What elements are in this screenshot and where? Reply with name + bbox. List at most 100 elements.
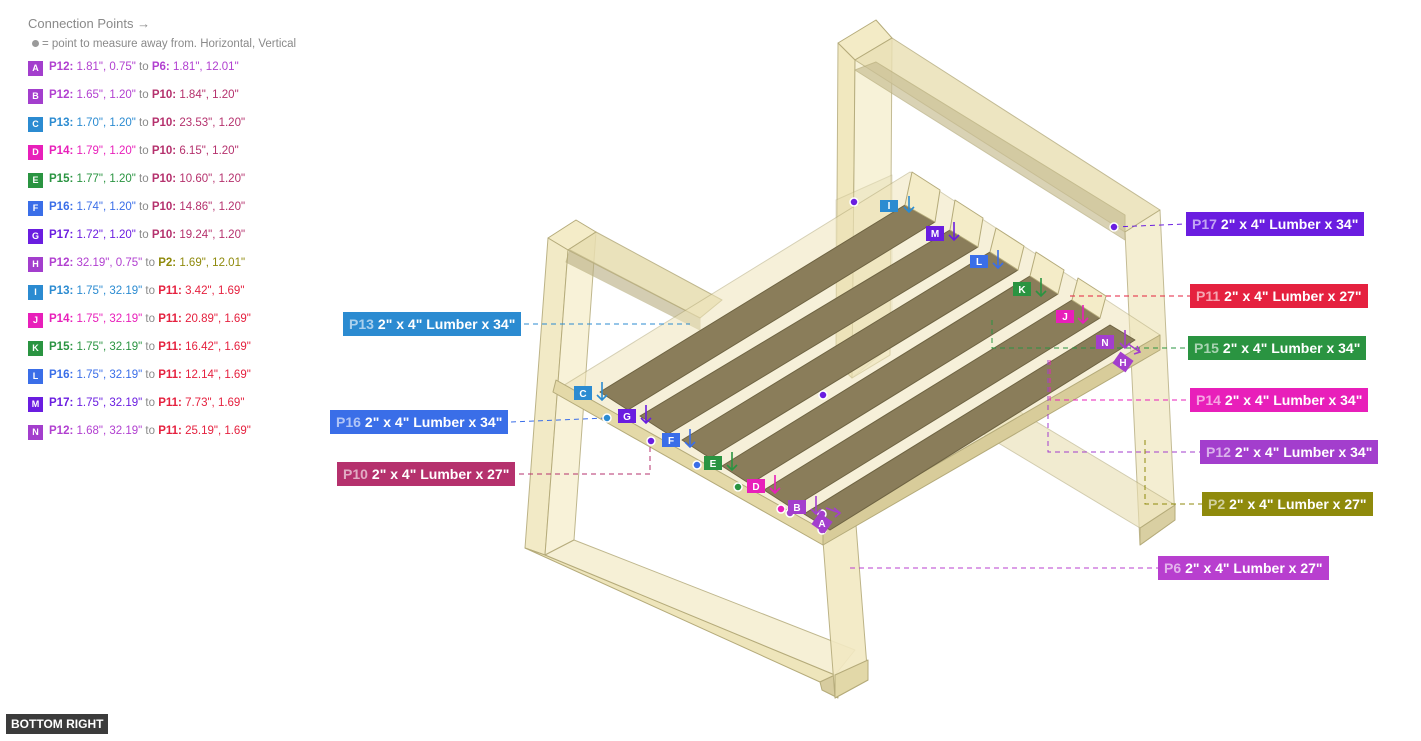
connection-badge: L [28,369,43,384]
point-dot-icon [32,39,39,47]
from-part: P13: [49,285,74,297]
part-id: P6 [1164,560,1182,576]
from-part: P14: [49,313,74,325]
marker-j: J [1056,305,1089,325]
from-values: 1.75", 32.19" [76,341,143,353]
part-id: P11 [1196,288,1221,304]
svg-text:A: A [818,519,825,530]
to-values: 1.84", 1.20" [179,89,239,101]
connection-points-legend: Connection Points → = point to measure a… [28,16,328,453]
part-description: 2" x 4" Lumber x 34" [1222,340,1361,356]
from-values: 1.75", 32.19" [76,369,143,381]
connection-badge: K [28,341,43,356]
to-part: P11: [158,341,182,353]
to-values: 14.86", 1.20" [179,201,246,213]
connection-markers: I M L K J N H C G F E D B A [574,196,1142,534]
svg-text:B: B [793,503,800,514]
to-word: to [145,285,156,297]
from-part: P12: [49,61,74,73]
part-description: 2" x 4" Lumber x 27" [1185,560,1323,576]
part-id: P10 [343,466,368,482]
connection-badge: B [28,89,43,104]
from-values: 32.19", 0.75" [76,257,143,269]
to-part: P11: [158,425,182,437]
to-word: to [145,369,156,381]
from-part: P17: [49,229,74,241]
from-values: 1.68", 32.19" [76,425,143,437]
part-description: 2" x 4" Lumber x 34" [1224,392,1363,408]
connection-badge: C [28,117,43,132]
marker-f: F [662,429,696,449]
connection-badge: F [28,201,43,216]
svg-text:H: H [1119,358,1126,369]
to-word: to [139,117,149,129]
to-part: P2: [158,257,177,269]
part-id: P15 [1194,340,1219,356]
to-part: P10: [151,89,177,101]
to-word: to [139,61,149,73]
svg-text:F: F [668,436,674,447]
marker-c: C [574,382,608,402]
to-word: to [145,425,156,437]
from-part: P12: [49,257,74,269]
from-values: 1.70", 1.20" [76,117,136,129]
to-values: 10.60", 1.20" [179,173,246,185]
from-values: 1.77", 1.20" [76,173,136,185]
connection-badge: A [28,61,43,76]
svg-text:D: D [752,482,759,493]
connection-badge: E [28,173,43,188]
legend-title: Connection Points → [28,16,151,31]
view-label: BOTTOM RIGHT [6,714,109,734]
marker-l: L [970,250,1004,270]
to-word: to [139,89,149,101]
to-values: 7.73", 1.69" [185,397,245,409]
part-description: 2" x 4" Lumber x 34" [377,316,516,332]
to-values: 19.24", 1.20" [179,229,246,241]
from-part: P16: [49,201,74,213]
to-part: P11: [158,369,182,381]
connection-badge: J [28,313,43,328]
to-values: 25.19", 1.69" [185,425,251,437]
from-part: P17: [49,397,74,409]
svg-text:L: L [976,257,982,268]
part-id: P16 [336,414,361,430]
to-word: to [139,145,149,157]
part-description: 2" x 4" Lumber x 34" [1234,444,1373,460]
to-word: to [145,257,156,269]
connection-badge: H [28,257,43,272]
marker-n: N [1096,330,1131,350]
to-part: P10: [151,201,177,213]
from-part: P16: [49,369,74,381]
to-part: P11: [158,313,182,325]
svg-text:I: I [888,201,891,212]
connection-badge: D [28,145,43,160]
marker-i: I [880,196,915,214]
from-part: P13: [49,117,74,129]
to-word: to [145,397,156,409]
to-part: P6: [151,61,170,73]
to-word: to [145,341,156,353]
to-values: 6.15", 1.20" [179,145,239,157]
part-id: P17 [1192,216,1217,232]
marker-a: A [811,507,842,534]
to-values: 3.42", 1.69" [185,285,245,297]
